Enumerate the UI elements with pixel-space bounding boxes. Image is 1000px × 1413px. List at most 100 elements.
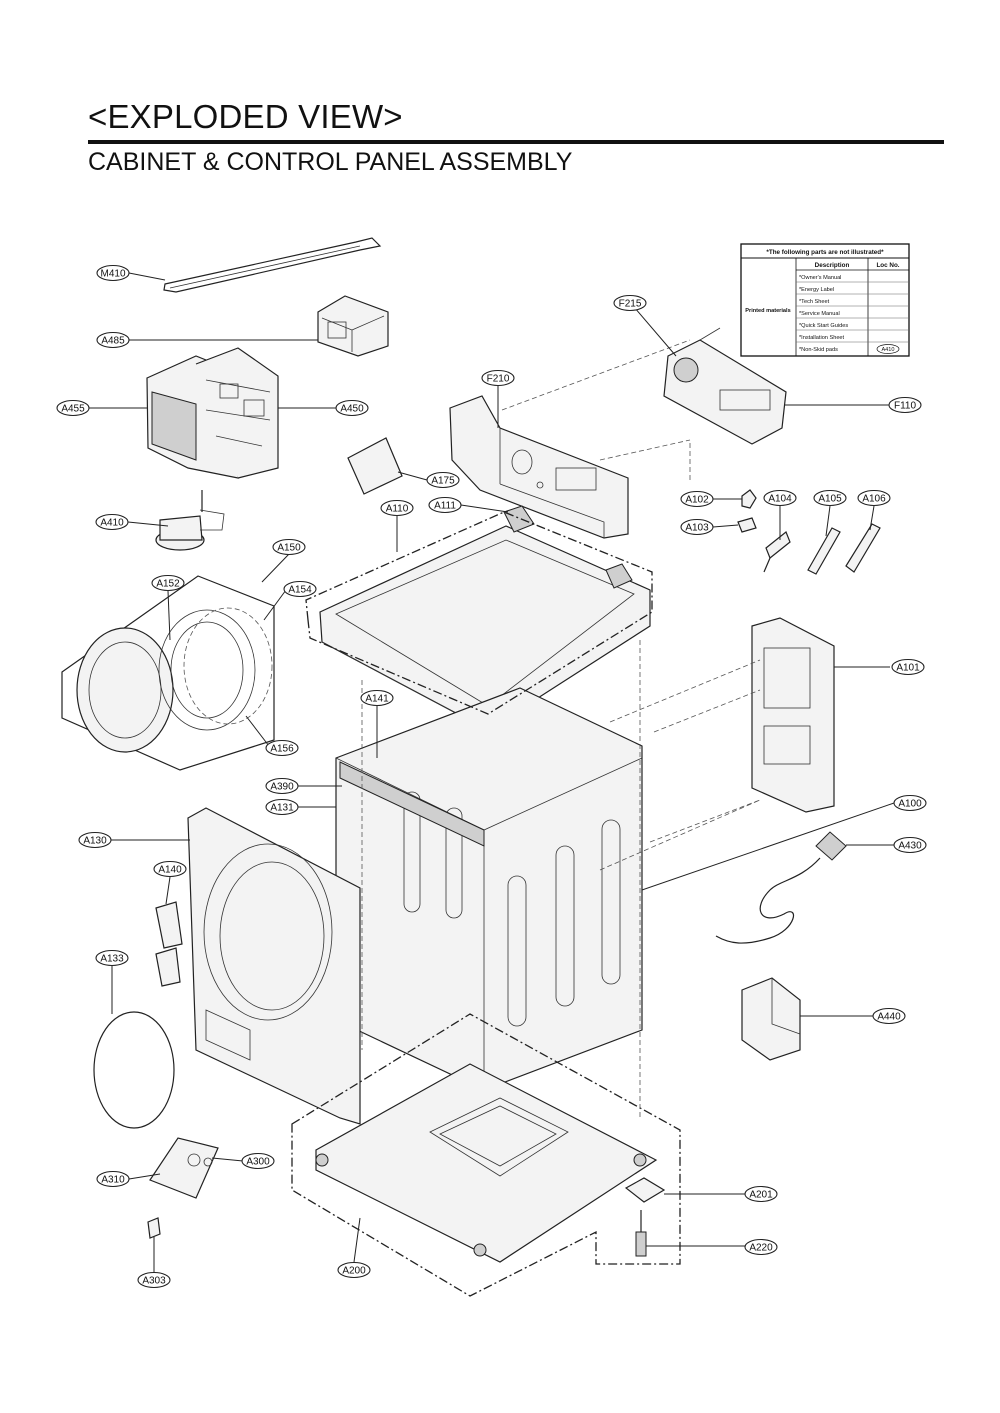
callout-a141: A141 bbox=[360, 689, 394, 707]
notes-row-description: *Energy Label bbox=[799, 287, 834, 293]
part-a410-motor bbox=[155, 490, 225, 551]
callout-a105: A105 bbox=[813, 489, 847, 507]
top-plate-outline bbox=[305, 511, 653, 715]
callout-a131: A131 bbox=[265, 798, 299, 816]
notes-row-description: *Service Manual bbox=[799, 311, 840, 317]
callout-label: A300 bbox=[246, 1157, 270, 1168]
callout-label: A131 bbox=[270, 803, 294, 814]
callout-label: A111 bbox=[434, 501, 456, 512]
callout-a130: A130 bbox=[78, 831, 112, 849]
callout-label: A103 bbox=[685, 523, 709, 534]
part-a102-a106-small-parts bbox=[737, 489, 881, 575]
notes-row-description: *Non-Skid pads bbox=[799, 347, 838, 353]
part-a100-cabinet bbox=[335, 687, 643, 1091]
callout-label: A156 bbox=[270, 744, 294, 755]
callout-label: A410 bbox=[100, 518, 124, 529]
callout-label: A200 bbox=[342, 1266, 366, 1277]
part-a130-front-panel bbox=[187, 807, 361, 1125]
title-rule bbox=[88, 140, 944, 144]
callout-label: A152 bbox=[156, 579, 180, 590]
callout-label: A140 bbox=[158, 865, 182, 876]
callout-f110: F110 bbox=[888, 396, 922, 414]
assembly-guides-vertical bbox=[361, 640, 641, 1120]
assembly-guides-panel bbox=[501, 339, 691, 480]
callout-label: F110 bbox=[894, 401, 916, 412]
part-a440-filter bbox=[741, 977, 801, 1061]
part-a201-a220-feet bbox=[624, 1177, 666, 1257]
callout-label: A105 bbox=[818, 494, 842, 505]
callout-label: A100 bbox=[898, 799, 922, 810]
callout-label: A310 bbox=[101, 1175, 125, 1186]
callout-m410: M410 bbox=[96, 264, 130, 282]
callout-a154: A154 bbox=[283, 580, 317, 598]
callout-a175: A175 bbox=[426, 471, 460, 489]
callout-label: A130 bbox=[83, 836, 107, 847]
callout-label: A133 bbox=[100, 954, 124, 965]
notes-table: *The following parts are not illustrated… bbox=[740, 243, 910, 357]
part-a133-ring bbox=[93, 1011, 175, 1129]
callout-a100: A100 bbox=[893, 794, 927, 812]
callout-label: M410 bbox=[100, 269, 125, 280]
callout-a106: A106 bbox=[857, 489, 891, 507]
callout-a390: A390 bbox=[265, 777, 299, 795]
callout-a102: A102 bbox=[680, 490, 714, 508]
callout-label: A106 bbox=[862, 494, 886, 505]
callout-a200: A200 bbox=[337, 1261, 371, 1279]
callout-label: F215 bbox=[619, 299, 642, 310]
callout-label: A450 bbox=[340, 404, 364, 415]
callout-a440: A440 bbox=[872, 1007, 906, 1025]
part-a455-a450-pcb-assembly bbox=[146, 347, 279, 479]
notes-group-label: Printed materials bbox=[745, 308, 790, 314]
notes-row-description: *Installation Sheet bbox=[799, 335, 845, 341]
callout-label: F210 bbox=[487, 374, 510, 385]
part-a150-door-assembly bbox=[61, 575, 275, 771]
callout-label: A104 bbox=[768, 494, 792, 505]
callout-a110: A110 bbox=[380, 499, 414, 517]
notes-row-description: *Tech Sheet bbox=[799, 299, 830, 305]
part-a111-clip bbox=[503, 505, 633, 589]
part-a300-a310-a303 bbox=[147, 1137, 219, 1239]
callout-label: A303 bbox=[142, 1276, 166, 1287]
callout-a104: A104 bbox=[763, 489, 797, 507]
callout-a220: A220 bbox=[744, 1238, 778, 1256]
part-m410-bracket bbox=[163, 237, 382, 293]
callout-a152: A152 bbox=[151, 574, 185, 592]
callout-label: A440 bbox=[877, 1012, 901, 1023]
callout-a303: A303 bbox=[137, 1271, 171, 1289]
callout-a310: A310 bbox=[96, 1170, 130, 1188]
notes-row-description: *Owner's Manual bbox=[799, 275, 841, 281]
assembly-guides-right bbox=[599, 659, 761, 871]
callout-label: A201 bbox=[749, 1190, 773, 1201]
part-a140-hinge bbox=[155, 901, 183, 987]
callout-a430: A430 bbox=[893, 836, 927, 854]
notes-col-description: Description bbox=[815, 262, 850, 269]
callout-a133: A133 bbox=[95, 949, 129, 967]
callout-a140: A140 bbox=[153, 860, 187, 878]
leader-lines bbox=[89, 272, 895, 1272]
callout-a300: A300 bbox=[241, 1152, 275, 1170]
callout-label: A141 bbox=[365, 694, 389, 705]
callout-f215: F215 bbox=[613, 294, 647, 312]
notes-row-description: *Quick Start Guides bbox=[799, 323, 848, 329]
part-f215-f110-control-board bbox=[663, 327, 787, 445]
callout-a150: A150 bbox=[272, 538, 306, 556]
notes-row-loc-oval bbox=[876, 344, 900, 354]
callout-label: A485 bbox=[101, 336, 125, 347]
callout-a111: A111 bbox=[428, 496, 462, 514]
callout-label: A455 bbox=[61, 404, 85, 415]
callout-a101: A101 bbox=[891, 658, 925, 676]
callout-a485: A485 bbox=[96, 331, 130, 349]
part-a101-panel bbox=[751, 617, 835, 813]
part-a175-sheet bbox=[347, 437, 403, 495]
part-a430-power-cord bbox=[715, 831, 847, 944]
part-f210-control-panel bbox=[449, 395, 629, 539]
callout-a103: A103 bbox=[680, 518, 714, 536]
callout-label: A430 bbox=[898, 841, 922, 852]
callout-a201: A201 bbox=[744, 1185, 778, 1203]
part-a200-base bbox=[291, 1013, 681, 1297]
notes-col-loc: Loc No. bbox=[876, 262, 899, 269]
callout-label: A175 bbox=[431, 476, 455, 487]
callout-a410: A410 bbox=[95, 513, 129, 531]
